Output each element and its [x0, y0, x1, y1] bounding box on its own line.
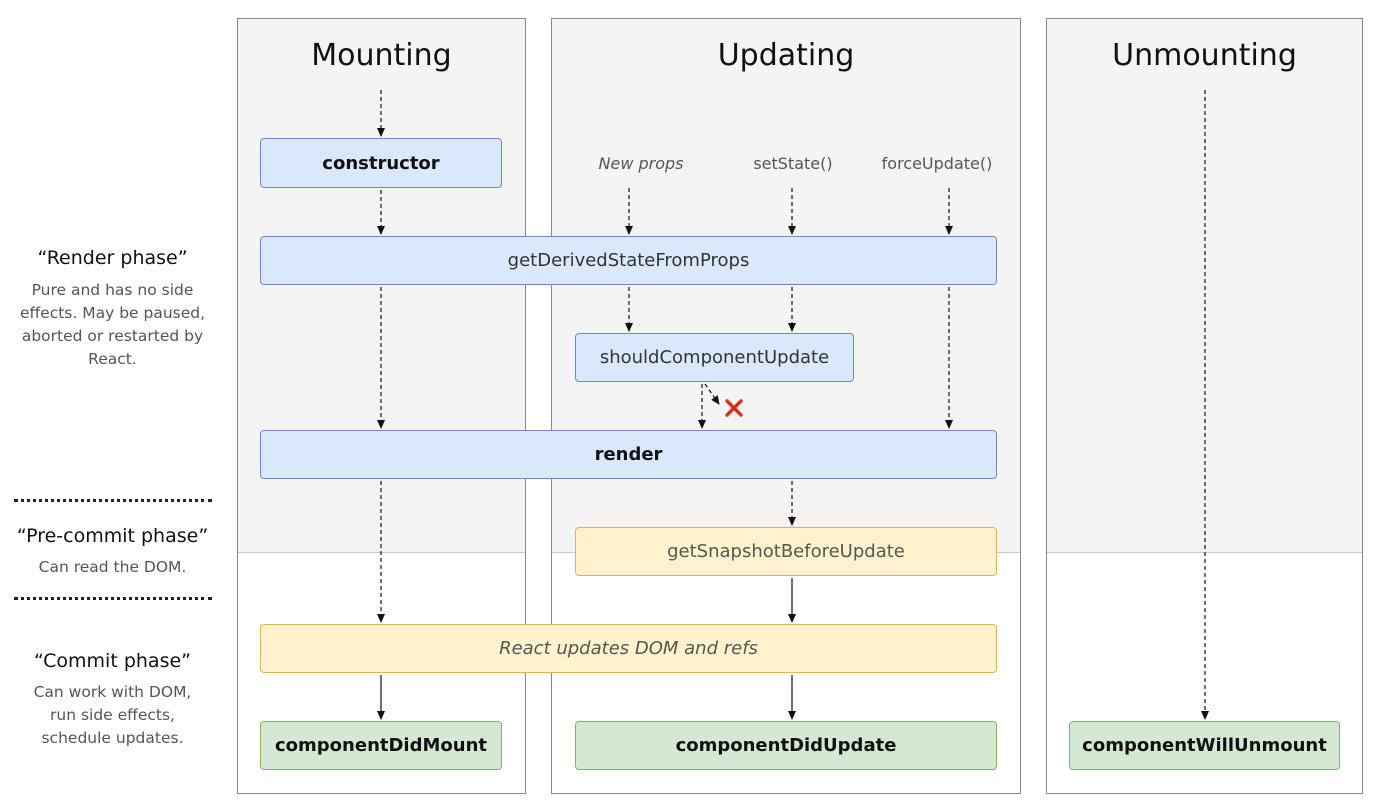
column-title-mounting: Mounting — [311, 38, 452, 73]
constructor-box: constructor — [260, 138, 502, 188]
mounting-column — [237, 18, 526, 794]
pre-commit-phase-title: “Pre-commit phase” — [16, 525, 209, 547]
react-updates-dom-box: React updates DOM and refs — [260, 624, 997, 673]
trigger-force-update: forceUpdate() — [881, 154, 993, 173]
commit-phase-description: Can work with DOM, run side effects, sch… — [33, 683, 192, 747]
component-will-unmount-box: componentWillUnmount — [1069, 721, 1340, 770]
get-derived-state-from-props-box: getDerivedStateFromProps — [260, 236, 997, 285]
component-did-mount-box: componentDidMount — [260, 721, 502, 770]
component-did-update-box: componentDidUpdate — [575, 721, 997, 770]
should-component-update-box: shouldComponentUpdate — [575, 333, 854, 382]
phase-separator-lower — [14, 597, 212, 600]
pre-commit-phase-description: Can read the DOM. — [38, 558, 187, 576]
unmounting-column — [1046, 18, 1363, 794]
updating-column — [551, 18, 1021, 794]
render-phase-title: “Render phase” — [37, 247, 188, 269]
trigger-new-props: New props — [598, 154, 684, 173]
phase-separator-upper — [14, 499, 212, 502]
render-box: render — [260, 430, 997, 479]
get-snapshot-before-update-box: getSnapshotBeforeUpdate — [575, 527, 997, 576]
unmounting-column-render-area — [1047, 19, 1362, 553]
render-phase-description: Pure and has no side effects. May be pau… — [19, 281, 206, 368]
column-title-updating: Updating — [717, 38, 855, 73]
column-title-unmounting: Unmounting — [1112, 38, 1297, 73]
commit-phase-title: “Commit phase” — [33, 650, 192, 672]
trigger-set-state: setState() — [753, 154, 833, 173]
